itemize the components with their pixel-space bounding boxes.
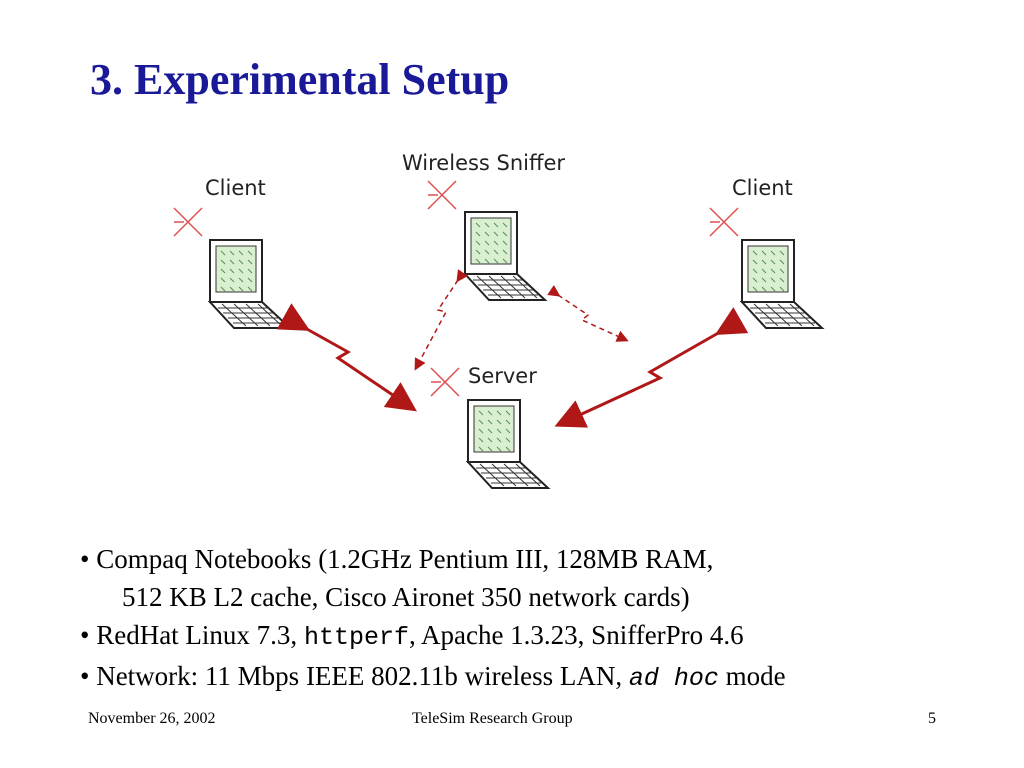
client-left-node: Client [173, 176, 291, 329]
client-right-node: Client [709, 176, 823, 329]
server-node: Server [430, 364, 549, 489]
network-diagram: Client Wireless Sniffer Client Server [150, 140, 850, 510]
antenna-icon [427, 180, 457, 210]
footer-page-number: 5 [928, 710, 936, 727]
bullet-software-pre: • RedHat Linux 7.3, [80, 620, 304, 650]
laptop-icon [741, 239, 823, 329]
link-client-right-server [554, 307, 749, 428]
laptop-icon [209, 239, 291, 329]
bullet-hardware-continued: 512 KB L2 cache, Cisco Aironet 350 netwo… [122, 582, 690, 612]
footer-group: TeleSim Research Group [412, 710, 573, 727]
network-diagram-svg: Client Wireless Sniffer Client Server [173, 151, 823, 489]
sniffer-node: Wireless Sniffer [402, 151, 565, 301]
bullet-software-post: , Apache 1.3.23, SnifferPro 4.6 [408, 620, 744, 650]
laptop-icon [464, 211, 546, 301]
footer-date: November 26, 2002 [88, 710, 216, 727]
antenna-icon [430, 367, 460, 397]
antenna-icon [709, 207, 739, 237]
bullet-hardware: • Compaq Notebooks (1.2GHz Pentium III, … [80, 544, 714, 574]
bullet-software-code: httperf [303, 623, 409, 652]
bullet-network-pre: • Network: 11 Mbps IEEE 802.11b wireless… [80, 661, 629, 691]
client-left-label: Client [205, 176, 266, 200]
laptop-icon [467, 399, 549, 489]
slide-title: 3. Experimental Setup [90, 55, 510, 104]
link-sniffer-client-right-dashed [547, 285, 629, 342]
bullet-list: • Compaq Notebooks (1.2GHz Pentium III, … [80, 540, 786, 698]
antenna-icon [173, 207, 203, 237]
bullet-software: • RedHat Linux 7.3, httperf, Apache 1.3.… [80, 616, 786, 657]
bullet-network: • Network: 11 Mbps IEEE 802.11b wireless… [80, 657, 786, 698]
link-sniffer-server-dashed [414, 269, 468, 371]
bullet-network-code: ad hoc [628, 664, 719, 693]
bullet-network-post: mode [718, 661, 786, 691]
link-client-left-server [276, 303, 417, 412]
server-label: Server [468, 364, 537, 388]
sniffer-label: Wireless Sniffer [402, 151, 565, 175]
client-right-label: Client [732, 176, 793, 200]
